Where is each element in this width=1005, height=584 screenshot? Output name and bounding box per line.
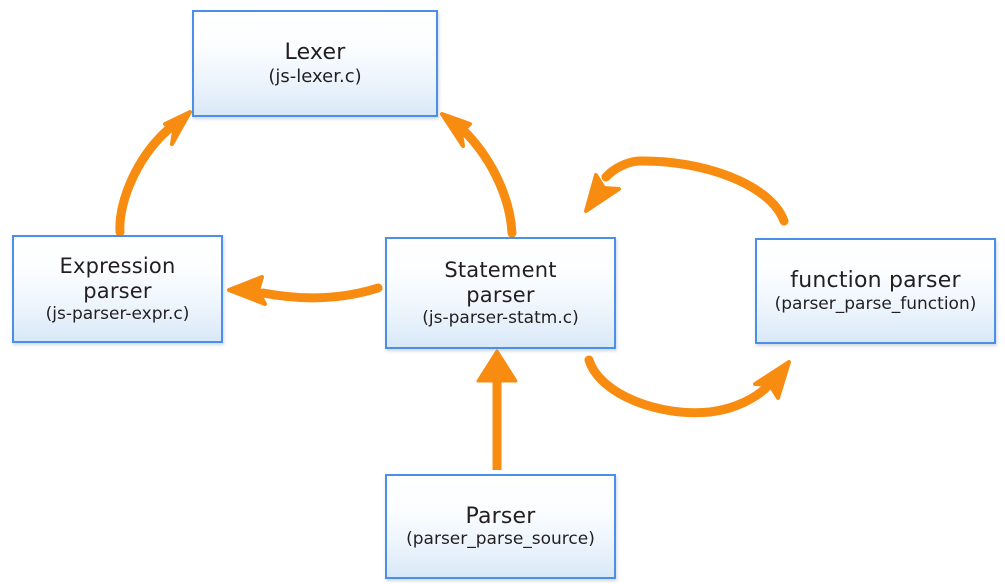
- edge-parser-to-statement: [476, 349, 518, 470]
- edge-expression-to-lexer: [115, 110, 192, 237]
- node-function-parser[interactable]: function parser (parser_parse_function): [755, 238, 996, 344]
- edge-function-to-statement: [584, 156, 789, 226]
- node-statement-parser-title-line2: parser: [466, 282, 535, 307]
- edge-statement-to-lexer: [440, 112, 517, 238]
- node-statement-parser-title-line1: Statement: [444, 258, 557, 283]
- node-lexer[interactable]: Lexer (js-lexer.c): [192, 10, 438, 117]
- node-lexer-file: (js-lexer.c): [268, 65, 362, 87]
- node-expression-parser[interactable]: Expression parser (js-parser-expr.c): [12, 235, 223, 343]
- node-parser-file: (parser_parse_source): [406, 529, 595, 550]
- node-lexer-title: Lexer: [284, 39, 346, 65]
- node-parser-title: Parser: [465, 503, 536, 529]
- node-function-parser-file: (parser_parse_function): [774, 293, 977, 314]
- node-expression-parser-title-line1: Expression: [59, 254, 176, 279]
- node-function-parser-title: function parser: [790, 268, 961, 293]
- node-parser[interactable]: Parser (parser_parse_source): [385, 474, 616, 579]
- node-statement-parser[interactable]: Statement parser (js-parser-statm.c): [385, 237, 616, 349]
- node-statement-parser-file: (js-parser-statm.c): [422, 307, 579, 328]
- node-expression-parser-file: (js-parser-expr.c): [45, 303, 190, 324]
- node-expression-parser-title-line2: parser: [83, 278, 152, 303]
- edge-statement-to-function: [584, 355, 791, 418]
- edge-statement-to-expression: [227, 275, 383, 306]
